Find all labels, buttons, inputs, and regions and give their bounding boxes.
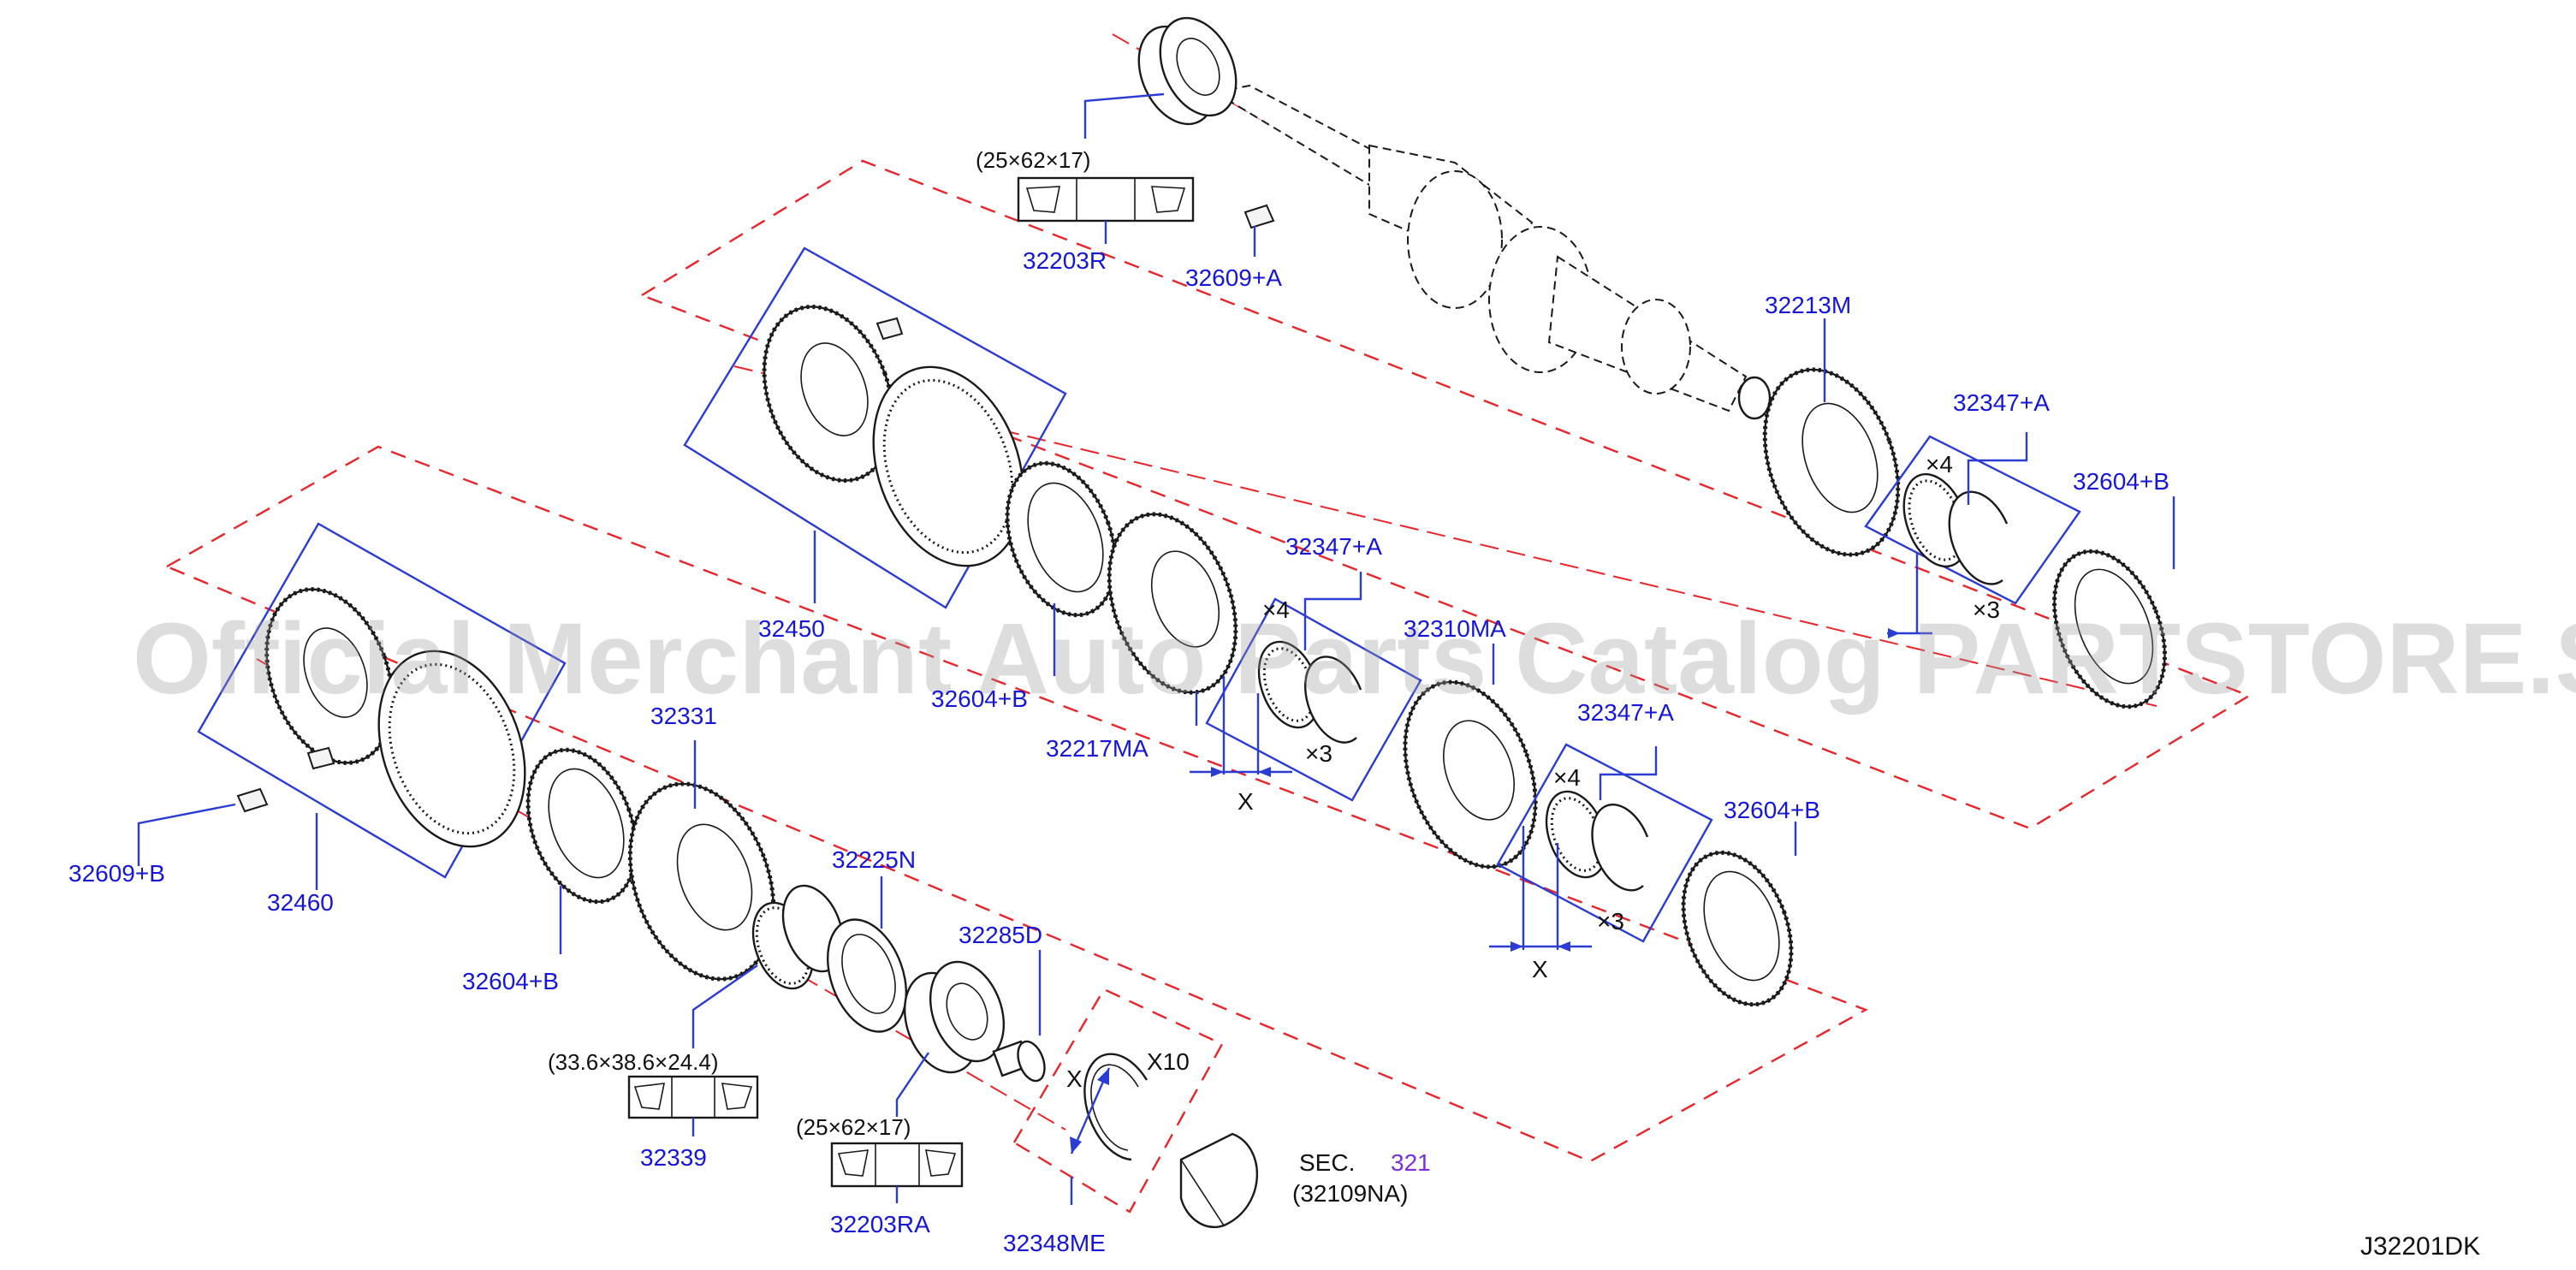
watermark-text: Official Merchant Auto Parts Catalog PAR… (133, 602, 2576, 715)
upper-group-outline (639, 159, 2252, 830)
hub-assembly-box-lower (197, 522, 567, 879)
part-label-32450[interactable]: 32450 (758, 615, 825, 642)
qty-x3-mid: ×3 (1305, 740, 1333, 767)
bearing-symbol-top (1017, 176, 1195, 223)
part-label-32225n[interactable]: 32225N (832, 846, 916, 873)
part-label-32604b-left[interactable]: 32604+B (462, 968, 559, 994)
hub-sleeve-upper-drawing (762, 304, 1024, 567)
x-dimension-lower (1489, 826, 1592, 952)
leader-lines (137, 92, 2175, 1205)
x-dimension-snapring (1070, 1067, 1111, 1154)
gear-32310ma-drawing (1403, 680, 1538, 869)
part-label-32347a-mid[interactable]: 32347+A (1285, 533, 1382, 560)
hub-assembly-box-upper (683, 246, 1067, 609)
snap-ring-box-top (1864, 435, 2081, 605)
sec-321-component-drawing (1179, 1132, 1259, 1228)
sec-321-link[interactable]: 321 (1391, 1149, 1431, 1176)
part-label-32339[interactable]: 32339 (640, 1144, 707, 1171)
sec-word: SEC. (1299, 1149, 1355, 1176)
thrust-washer-drawing (826, 918, 908, 1033)
part-label-32460[interactable]: 32460 (267, 889, 334, 916)
x-marker-lower: X (1532, 956, 1548, 982)
qty-x4-lower: ×4 (1553, 764, 1581, 791)
qty-x4-top: ×4 (1926, 451, 1953, 478)
part-label-32347a-top[interactable]: 32347+A (1953, 389, 2050, 416)
bearing-bottom-dimensions: (25×62×17) (796, 1114, 911, 1140)
synchro-ring-left-drawing (525, 747, 638, 905)
upper-axis-line (733, 365, 2158, 707)
part-label-32310ma[interactable]: 32310MA (1404, 615, 1506, 642)
diagram-id: J32201DK (2360, 1232, 2480, 1261)
bearing-top-dimensions: (25×62×17) (976, 147, 1090, 173)
part-label-32609a[interactable]: 32609+A (1185, 264, 1282, 291)
key-32609b-drawing (236, 787, 269, 813)
part-label-32203ra[interactable]: 32203RA (830, 1211, 930, 1237)
part-label-32285d[interactable]: 32285D (959, 922, 1042, 948)
part-label-32347a-lower[interactable]: 32347+A (1577, 699, 1674, 726)
plug-32285d-drawing (992, 1040, 1046, 1083)
qty-x3-lower: ×3 (1597, 908, 1624, 935)
bearing-symbol-bottom (830, 1142, 964, 1188)
snap-rings-lower-drawing (1545, 790, 1649, 892)
hub-sleeve-lower-drawing (264, 587, 526, 848)
part-label-32213m[interactable]: 32213M (1765, 292, 1851, 318)
part-label-32604b-lower[interactable]: 32604+B (1724, 797, 1820, 823)
part-label-32331[interactable]: 32331 (650, 703, 717, 729)
snap-ring-outline (1012, 988, 1224, 1214)
qty-x4-mid: ×4 (1262, 596, 1290, 623)
snap-ring-box-lower (1496, 743, 1713, 943)
part-label-32217ma[interactable]: 32217MA (1046, 735, 1149, 762)
sec-subreference: (32109NA) (1292, 1180, 1408, 1207)
x-dimension-mid (1190, 676, 1292, 777)
bearing-symbol-needle (627, 1075, 759, 1119)
part-label-32604b-topright[interactable]: 32604+B (2073, 468, 2169, 495)
gear-32331-drawing (627, 781, 776, 982)
lower-group-outline (164, 445, 1868, 1163)
needle-bearing-dimensions: (33.6×38.6×24.4) (548, 1049, 719, 1075)
part-label-32348me[interactable]: 32348ME (1003, 1230, 1106, 1256)
synchro-ring-mid-drawing (1005, 460, 1118, 618)
part-label-32604b-mid[interactable]: 32604+B (931, 685, 1028, 712)
snap-rings-top-drawing (1902, 472, 2009, 585)
snap-ring-box-mid (1205, 597, 1422, 802)
snap-ring-32348me-drawing (1083, 1053, 1149, 1161)
key-32609a-drawing (1243, 204, 1275, 229)
qty-x10: X10 (1147, 1048, 1190, 1075)
part-label-32203r[interactable]: 32203R (1023, 247, 1107, 274)
synchro-ring-topright-drawing (2052, 549, 2167, 709)
gear-32217ma-drawing (1107, 512, 1238, 695)
part-label-32609b[interactable]: 32609+B (68, 860, 165, 887)
x-dimension-topright (1887, 628, 1932, 638)
mainshaft-drawing (1213, 84, 1772, 420)
synchro-ring-lower-drawing (1681, 850, 1794, 1007)
ball-bearing-bottom-drawing (903, 960, 1006, 1074)
x-marker-mid: X (1238, 788, 1254, 815)
x-marker-snapring: X (1066, 1065, 1083, 1092)
qty-x3-top: ×3 (1973, 596, 2000, 623)
gear-32213m-drawing (1762, 367, 1901, 557)
ball-bearing-top-drawing (1137, 16, 1238, 126)
snap-rings-mid-drawing (1257, 640, 1362, 744)
